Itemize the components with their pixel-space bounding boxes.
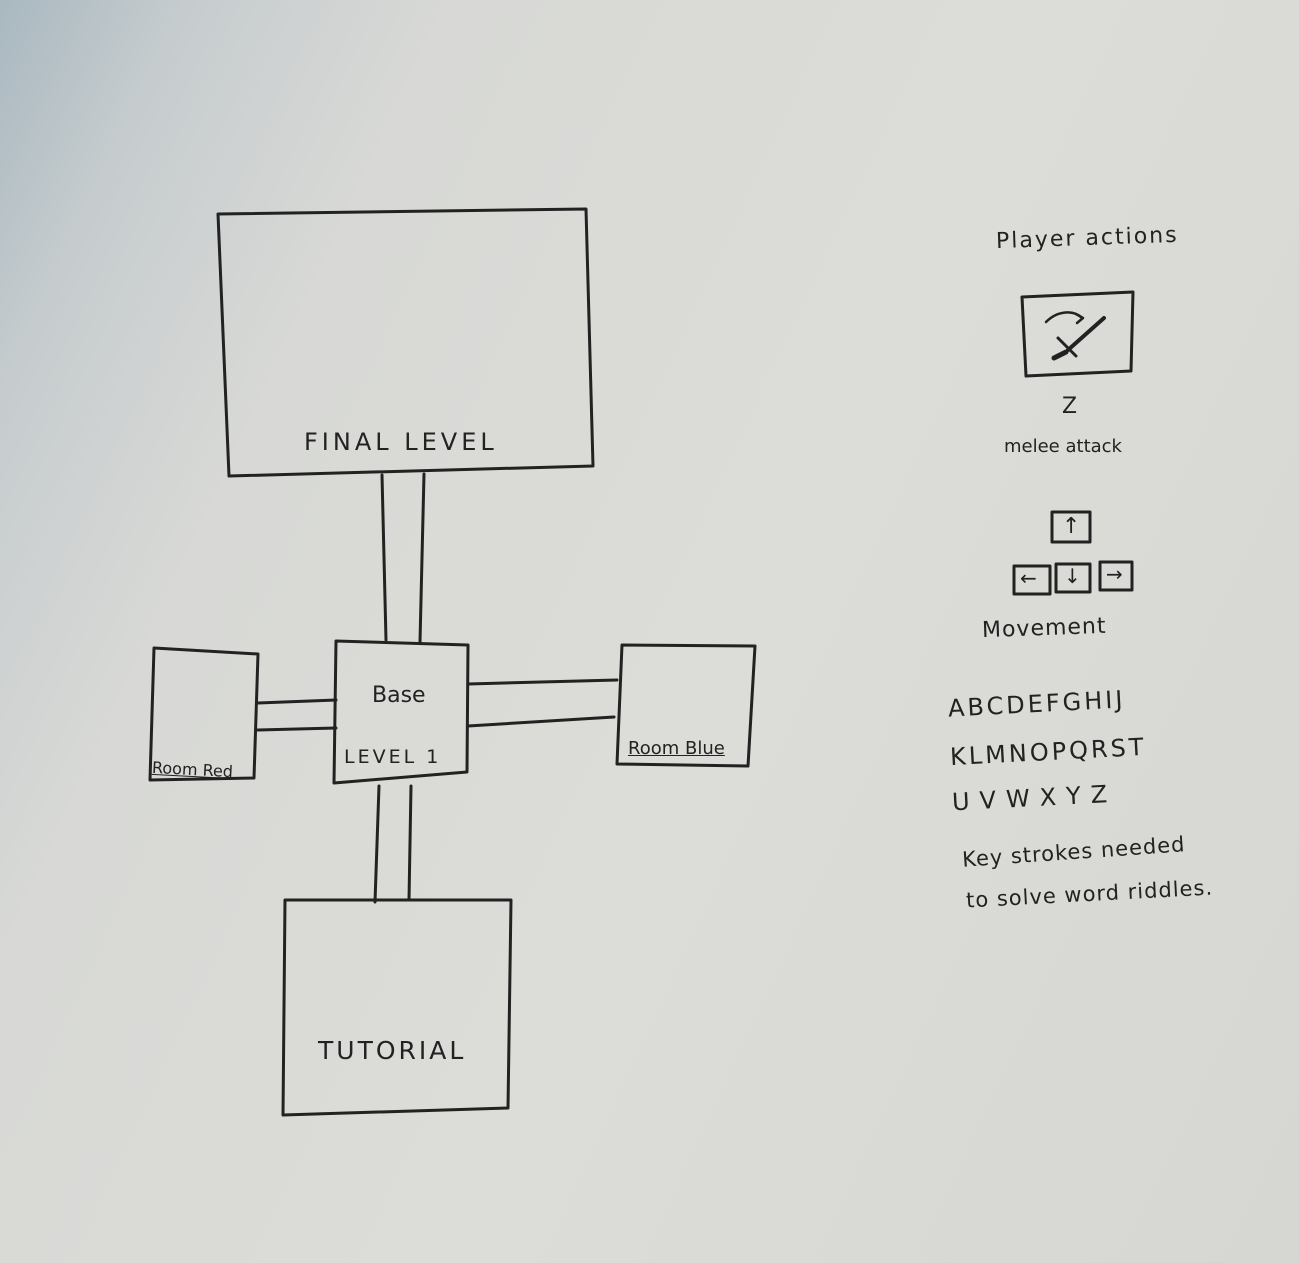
key-right-frame	[1098, 560, 1134, 592]
final-level-label: FINAL LEVEL	[304, 428, 498, 456]
key-right-arrow: →	[1106, 562, 1123, 586]
level-1-label: LEVEL 1	[344, 746, 442, 768]
key-down-arrow: ↓	[1064, 564, 1081, 588]
corridor-red-base-bottom	[256, 726, 338, 732]
corridor-base-blue-bottom	[466, 715, 616, 728]
melee-key-label: Z	[1062, 394, 1078, 419]
key-down-frame	[1054, 562, 1092, 594]
movement-label: Movement	[981, 613, 1107, 644]
corridor-base-blue-top	[466, 678, 619, 686]
key-left-arrow: ←	[1020, 566, 1037, 590]
room-blue	[615, 643, 757, 768]
corridor-base-tutorial-left	[373, 784, 381, 904]
corridor-final-base-left	[380, 473, 388, 642]
corridor-red-base-top	[256, 698, 338, 705]
sword-swing-icon	[1044, 311, 1106, 361]
base-label: Base	[372, 683, 426, 708]
tutorial-label: TUTORIAL	[318, 1036, 467, 1065]
room-blue-label: Room Blue	[628, 738, 725, 759]
final-level-room	[216, 207, 595, 478]
base-room	[332, 639, 470, 785]
key-left-frame	[1012, 564, 1052, 596]
corridor-final-base-right	[418, 472, 426, 644]
corridor-base-tutorial-right	[407, 784, 413, 902]
key-up-arrow: ↑	[1062, 514, 1081, 539]
room-red	[148, 646, 260, 782]
melee-attack-label: melee attack	[1004, 436, 1122, 457]
tutorial-room	[281, 898, 513, 1117]
melee-icon-frame	[1020, 290, 1135, 378]
key-up-frame	[1050, 510, 1092, 544]
